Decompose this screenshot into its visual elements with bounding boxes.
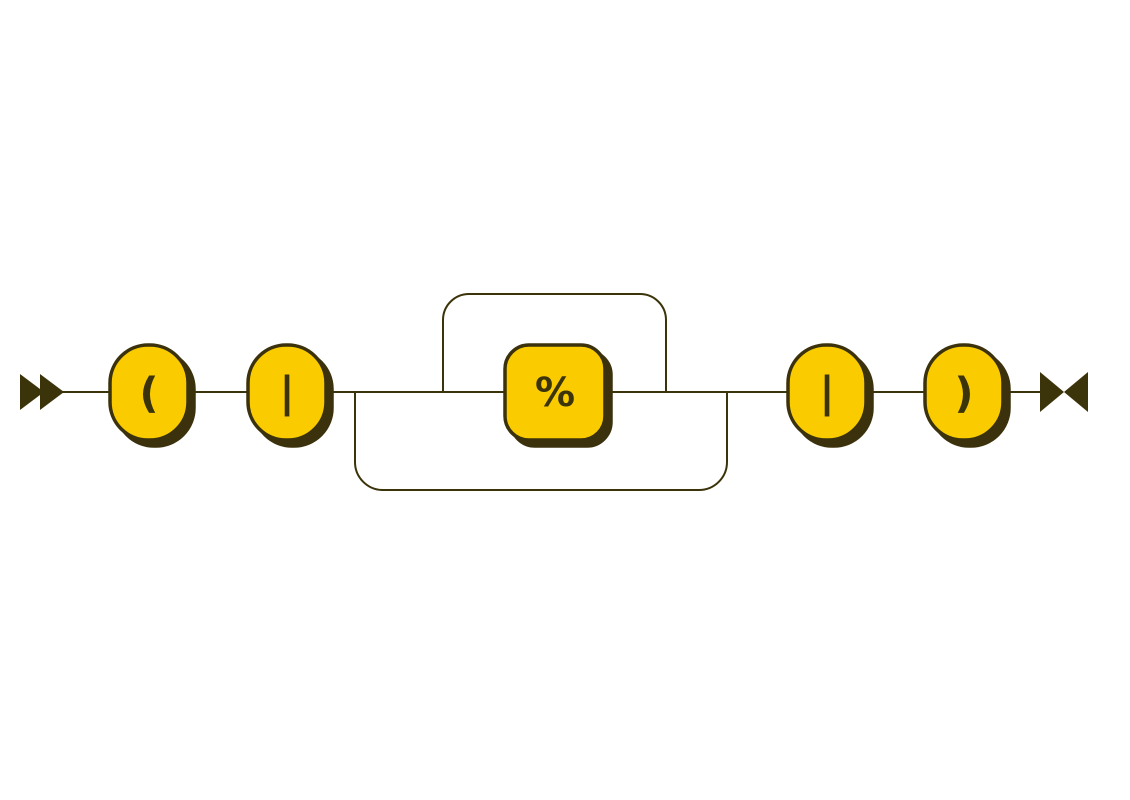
node-pipe-right[interactable]: | xyxy=(786,343,868,442)
rail-bypass xyxy=(354,391,728,491)
node-open-paren-shape[interactable] xyxy=(108,343,190,442)
node-close-paren-shape[interactable] xyxy=(923,343,1005,442)
node-close-paren-label: ) xyxy=(954,369,973,418)
node-open-paren[interactable]: ( xyxy=(108,343,190,442)
end-triangle-left-icon xyxy=(1064,372,1088,412)
start-triangle-two-icon xyxy=(40,374,64,410)
end-triangle-right-icon xyxy=(1040,372,1064,412)
node-open-paren-label: ( xyxy=(139,369,158,418)
node-percent-label: % xyxy=(535,370,575,416)
start-triangle-one-icon xyxy=(20,374,44,410)
node-pipe-right-shape[interactable] xyxy=(786,343,868,442)
node-pipe-left-label: | xyxy=(279,368,294,417)
node-pipe-left[interactable]: | xyxy=(246,343,328,442)
end-marker xyxy=(1040,372,1088,412)
node-percent[interactable]: % xyxy=(503,343,607,442)
node-close-paren[interactable]: ) xyxy=(923,343,1005,442)
node-percent-shape[interactable] xyxy=(503,343,607,442)
start-marker xyxy=(20,374,64,410)
node-pipe-right-label: | xyxy=(819,368,834,417)
node-pipe-left-shape[interactable] xyxy=(246,343,328,442)
rail-loop-back xyxy=(442,293,667,393)
